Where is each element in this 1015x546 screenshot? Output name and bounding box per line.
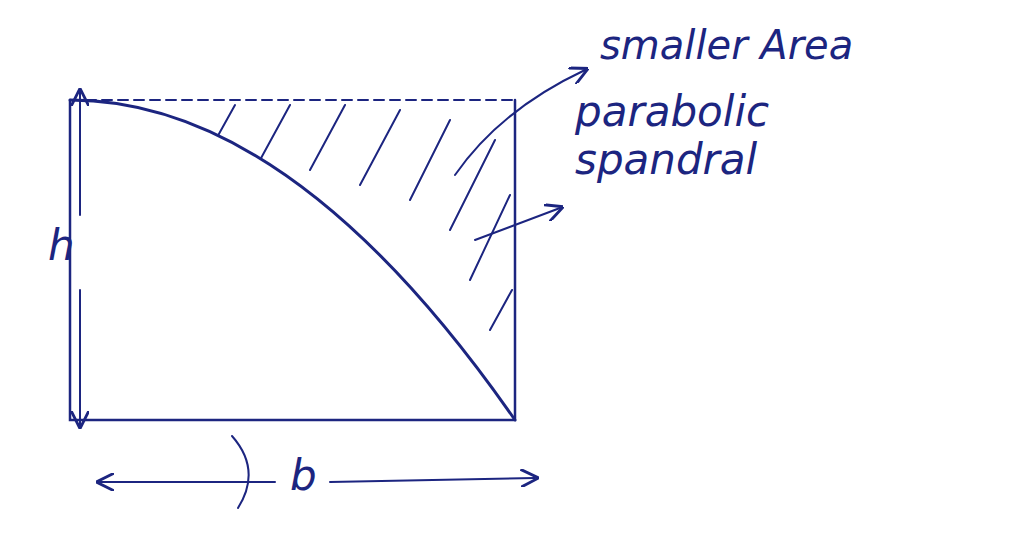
callout-label: smaller Area (600, 22, 1000, 68)
rectangle-outline (70, 100, 515, 420)
parabolic-curve (70, 100, 515, 420)
callout-label: parabolic spandral (575, 88, 865, 185)
axis-mark (232, 436, 249, 508)
dimension-arrow (79, 92, 81, 215)
dimension-label: h (48, 222, 108, 270)
leader-arrow (455, 70, 585, 175)
dimension-arrow (330, 478, 535, 482)
dimension-arrow (79, 290, 81, 425)
leader-arrow (475, 208, 560, 240)
hatching (210, 105, 512, 330)
dimension-label: b (290, 452, 350, 500)
top-edge (70, 99, 515, 101)
